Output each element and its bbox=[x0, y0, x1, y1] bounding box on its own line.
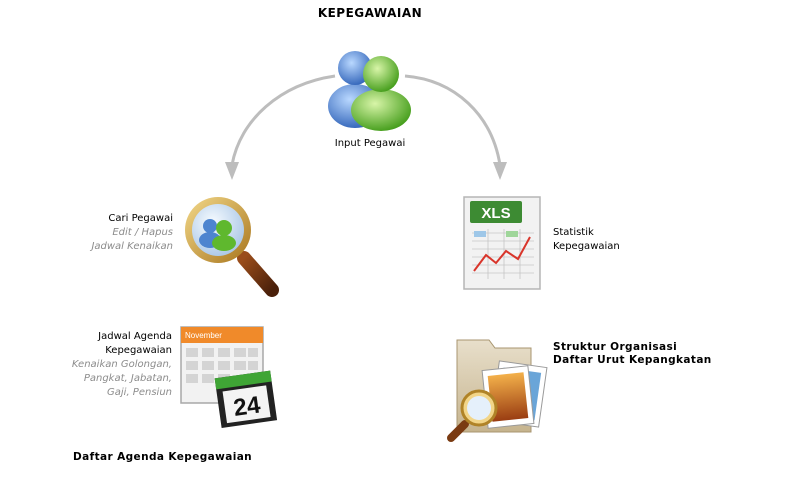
jadwal-sub-kenaikan[interactable]: Kenaikan Golongan, bbox=[71, 359, 172, 370]
calendar-icon[interactable]: November 24 bbox=[178, 324, 288, 430]
cari-pegawai-sub-jadwal[interactable]: Jadwal Kenaikan bbox=[91, 241, 173, 252]
users-icon[interactable] bbox=[325, 44, 417, 132]
calendar-month-text: November bbox=[185, 331, 222, 340]
page-title: KEPEGAWAIAN bbox=[317, 6, 423, 20]
arrowhead-left bbox=[225, 162, 239, 180]
folder-photos-magnifier-icon[interactable] bbox=[445, 332, 553, 444]
daftar-agenda-link[interactable]: Daftar Agenda Kepegawaian bbox=[73, 451, 253, 463]
jadwal-sub-gaji[interactable]: Gaji, Pensiun bbox=[107, 387, 172, 398]
jadwal-sub-pangkat[interactable]: Pangkat, Jabatan, bbox=[83, 373, 172, 384]
arrow-left bbox=[230, 74, 336, 166]
cari-pegawai-link[interactable]: Cari Pegawai bbox=[108, 213, 173, 224]
cari-pegawai-sub-edit[interactable]: Edit / Hapus bbox=[112, 227, 173, 238]
arrowhead-right bbox=[493, 162, 507, 180]
xls-text: XLS bbox=[481, 205, 510, 222]
arrow-right bbox=[404, 74, 502, 166]
statistik-link[interactable]: Statistik bbox=[553, 227, 594, 238]
magnifier-users-icon[interactable] bbox=[180, 192, 282, 302]
calendar-day-text: 24 bbox=[232, 391, 263, 422]
kepegawaian-link[interactable]: Kepegawaian bbox=[553, 241, 620, 252]
jadwal-agenda-link[interactable]: Jadwal Agenda bbox=[98, 331, 172, 342]
struktur-organisasi-link[interactable]: Struktur Organisasi bbox=[553, 341, 678, 353]
input-pegawai-link[interactable]: Input Pegawai bbox=[334, 138, 406, 149]
xls-chart-icon[interactable]: XLS bbox=[460, 193, 548, 293]
jadwal-kepegawaian-link[interactable]: Kepegawaian bbox=[105, 345, 172, 356]
daftar-urut-kepangkatan-link[interactable]: Daftar Urut Kepangkatan bbox=[553, 354, 712, 366]
